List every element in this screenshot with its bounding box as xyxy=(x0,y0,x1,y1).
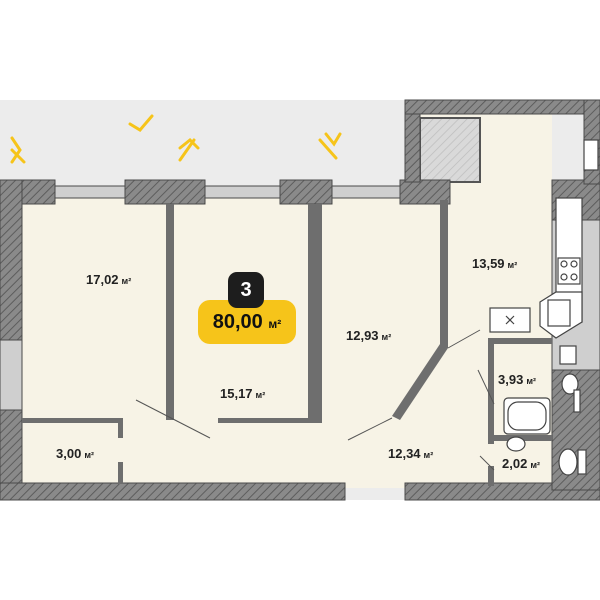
diagonal-wall xyxy=(392,344,448,420)
balcony xyxy=(419,117,481,183)
sink-icon xyxy=(561,373,579,395)
sun-ray-icon xyxy=(10,114,342,164)
door-swings xyxy=(135,329,495,471)
toilet-icon xyxy=(558,448,578,476)
bathtub-icon xyxy=(503,397,551,435)
kitchen-fixtures xyxy=(489,139,599,339)
total-area-value: 80,00 xyxy=(212,311,263,333)
sink-icon xyxy=(547,299,571,327)
total-area-unit: м² xyxy=(268,317,282,331)
interior-walls xyxy=(22,200,552,486)
room-count-badge: 3 xyxy=(228,272,264,308)
apartment-summary-badge: 80,00 м² 3 xyxy=(198,272,296,346)
stove-icon xyxy=(557,257,581,285)
bathroom-fixtures xyxy=(503,345,587,476)
